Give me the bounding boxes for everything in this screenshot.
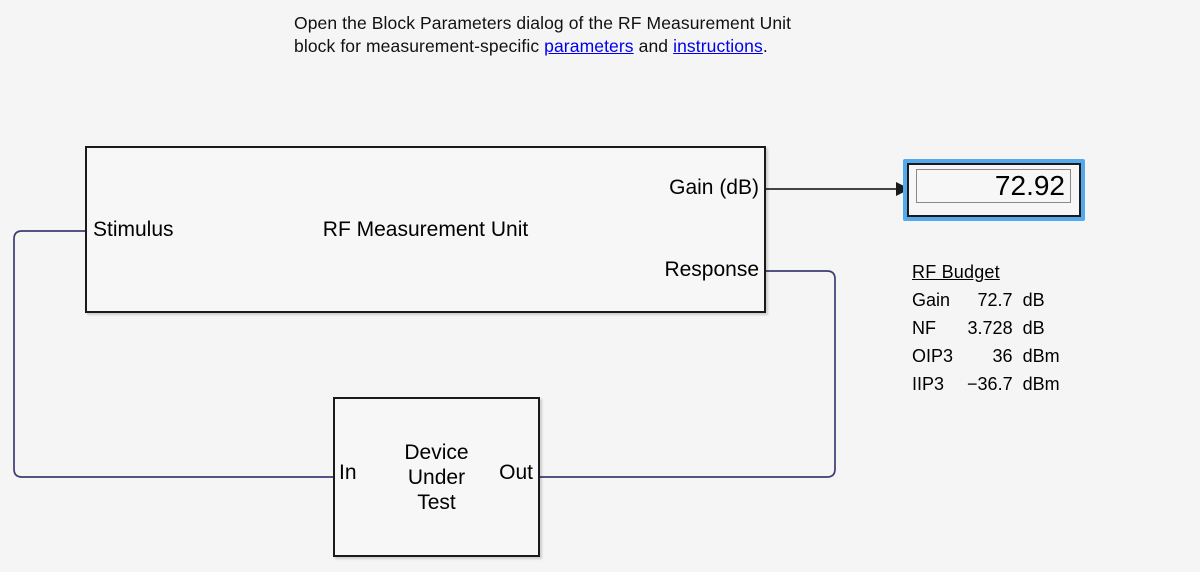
header-annotation: Open the Block Parameters dialog of the … (294, 12, 914, 58)
rf-measurement-unit-title: RF Measurement Unit (322, 218, 529, 241)
header-conjunction: and (633, 36, 674, 56)
rf-budget-metric-value: −36.7 (967, 374, 1013, 394)
display-block[interactable]: 72.92 (907, 163, 1081, 217)
header-period: . (762, 36, 768, 56)
instructions-link[interactable]: instructions (673, 36, 763, 56)
rf-budget-metric-unit: dB (1022, 318, 1045, 338)
rf-budget-metric-name: OIP3 (912, 346, 954, 366)
rf-budget-metric-name: NF (912, 318, 936, 338)
rf-budget-metric-unit: dB (1022, 290, 1045, 310)
device-under-test-block[interactable]: Device Under Test In Out (333, 397, 540, 557)
rf-budget-metric-name: Gain (912, 290, 951, 310)
rf-budget-metric-value: 3.728 (967, 318, 1013, 338)
rf-budget-metric-name: IIP3 (912, 374, 945, 394)
display-value-readout: 72.92 (916, 169, 1071, 203)
parameters-link[interactable]: parameters (544, 36, 634, 56)
header-line-2-prefix: block for measurement-specific (294, 36, 545, 56)
rf-budget-metric-unit: dBm (1022, 374, 1060, 394)
rf-budget-row: NF 3.728 dB (912, 317, 1060, 345)
device-under-test-title: Device Under Test (335, 440, 538, 515)
rf-budget-row: IIP3 −36.7 dBm (912, 373, 1060, 401)
header-line-1: Open the Block Parameters dialog of the … (294, 13, 792, 33)
port-label-gain-db: Gain (dB) (669, 176, 759, 199)
display-block-wrapper[interactable]: 72.92 (903, 159, 1085, 221)
dut-title-line-1: Device (404, 441, 469, 464)
rf-measurement-unit-block[interactable]: RF Measurement Unit Stimulus Gain (dB) R… (85, 146, 766, 313)
port-label-response: Response (664, 258, 759, 281)
dut-title-line-2: Under (407, 466, 466, 489)
rf-budget-title: RF Budget (912, 262, 1000, 282)
selection-highlight (903, 159, 1085, 221)
port-label-out: Out (499, 461, 533, 484)
dut-title-line-3: Test (417, 491, 456, 514)
port-label-in: In (339, 461, 357, 484)
rf-budget-row: OIP3 36 dBm (912, 345, 1060, 373)
rf-budget-metric-value: 72.7 (977, 290, 1013, 310)
rf-budget-metric-value: 36 (992, 346, 1013, 366)
rf-budget-metric-unit: dBm (1022, 346, 1060, 366)
rf-budget-row: Gain 72.7 dB (912, 289, 1060, 317)
port-label-stimulus: Stimulus (93, 218, 174, 241)
